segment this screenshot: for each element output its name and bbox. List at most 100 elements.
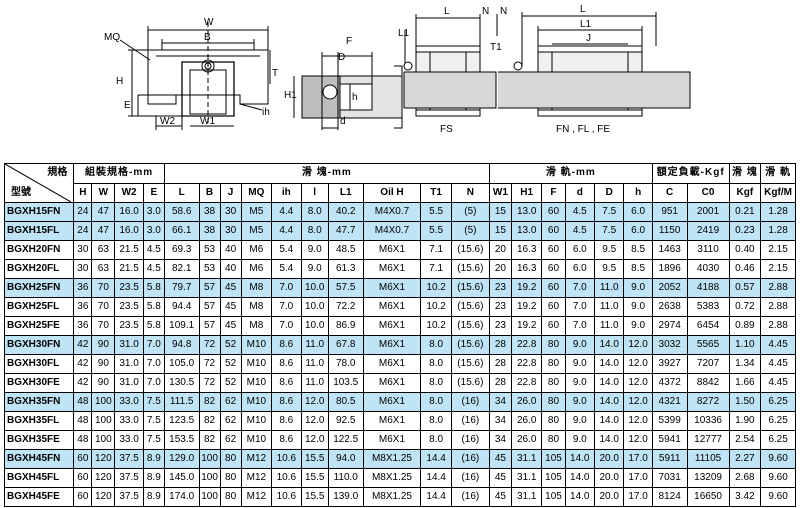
table-cell: 4188 [686, 278, 730, 298]
table-cell: 78.0 [327, 354, 364, 374]
table-cell: 82 [198, 411, 221, 431]
table-cell: 8.0 [420, 354, 452, 374]
table-cell: 14.0 [593, 354, 625, 374]
table-cell: 6.0 [564, 259, 595, 279]
table-cell: 3032 [651, 335, 688, 355]
table-cell: 28 [488, 335, 512, 355]
table-cell: 12777 [686, 430, 730, 450]
table-cell: 2.68 [728, 468, 762, 488]
table-cell: 17.0 [623, 468, 653, 488]
table-cell: M10 [240, 335, 273, 355]
table-cell: 16.0 [114, 202, 144, 222]
table-cell: M6X1 [362, 278, 422, 298]
table-cell: 7.0 [142, 335, 165, 355]
table-cell: 8.6 [271, 373, 302, 393]
table-cell: 2.88 [760, 297, 796, 317]
table-cell: M6X1 [362, 240, 422, 260]
table-cell: 11.0 [300, 354, 329, 374]
table-cell: 5.5 [420, 202, 452, 222]
table-cell: 40.2 [327, 202, 364, 222]
table-cell: 7.0 [564, 316, 595, 336]
label-H1: H1 [284, 90, 297, 101]
table-cell: 10.2 [420, 297, 452, 317]
table-cell: 7.1 [420, 240, 452, 260]
table-cell: 8.6 [271, 411, 302, 431]
corner-diagonal [5, 164, 71, 202]
table-cell: 47.7 [327, 221, 364, 241]
table-cell: 67.8 [327, 335, 364, 355]
table-cell: 69.3 [163, 240, 200, 260]
table-cell: 28 [488, 354, 512, 374]
side-section-drawing [293, 52, 403, 130]
column-header: L1 [327, 182, 364, 203]
table-cell: 30 [219, 221, 242, 241]
table-cell: 139.0 [327, 487, 364, 507]
table-cell: 45 [488, 449, 512, 469]
table-cell: 80 [541, 354, 566, 374]
table-cell: 8.9 [142, 487, 165, 507]
label-J: J [586, 33, 591, 44]
table-cell: 33.0 [114, 430, 144, 450]
table-cell: 9.0 [623, 297, 653, 317]
table-cell: M12 [240, 487, 273, 507]
table-cell: 48 [73, 392, 93, 412]
table-cell: M6X1 [362, 373, 422, 393]
table-cell: 52 [219, 335, 242, 355]
table-cell: 36 [73, 278, 93, 298]
table-cell: 7.5 [142, 430, 165, 450]
table-cell: 1.66 [728, 373, 762, 393]
table-cell: 57 [198, 278, 221, 298]
spec-table: 規格 型號 組裝規格-mm 滑 塊-mm 滑 軌-mm 額定負載-Kgf 滑 塊… [4, 163, 796, 507]
table-cell: 5.8 [142, 297, 165, 317]
table-cell: 63 [91, 259, 116, 279]
table-cell: 8.5 [623, 259, 653, 279]
table-cell: 45 [219, 278, 242, 298]
table-cell: 82 [198, 430, 221, 450]
table-cell: 20 [488, 240, 512, 260]
technical-drawings: W B MQ H E W2 W1 T ih F D H1 h d N L L1 … [0, 0, 800, 160]
label-N-fs: N [482, 6, 489, 17]
group-header-load: 額定負載-Kgf [651, 163, 730, 184]
table-cell: 7.5 [593, 221, 625, 241]
table-cell: 122.5 [327, 430, 364, 450]
table-cell: 13.0 [510, 221, 543, 241]
table-cell: 100 [91, 411, 116, 431]
table-cell: 11.0 [593, 278, 625, 298]
table-cell: 153.5 [163, 430, 200, 450]
table-cell: 19.2 [510, 297, 543, 317]
table-cell: 11.0 [300, 335, 329, 355]
table-cell: 5941 [651, 430, 688, 450]
table-cell: (16) [450, 411, 490, 431]
table-cell: 42 [73, 335, 93, 355]
table-cell: (15.6) [450, 373, 490, 393]
table-cell: (16) [450, 392, 490, 412]
model-cell: BGXH30FE [4, 373, 75, 393]
table-cell: 2.15 [760, 259, 796, 279]
column-header: L [163, 182, 200, 203]
table-cell: 62 [219, 411, 242, 431]
table-cell: 23 [488, 278, 512, 298]
group-header-assembly: 組裝規格-mm [73, 163, 165, 184]
column-header: Oil H [362, 182, 422, 203]
table-cell: 14.0 [593, 373, 625, 393]
table-cell: 10.6 [271, 468, 302, 488]
table-cell: 15.5 [300, 487, 329, 507]
table-cell: 10.0 [300, 316, 329, 336]
table-cell: 9.60 [760, 449, 796, 469]
table-cell: 120 [91, 487, 116, 507]
table-cell: 45 [488, 487, 512, 507]
table-cell: 6.0 [564, 240, 595, 260]
table-cell: 24 [73, 221, 93, 241]
model-cell: BGXH45FL [4, 468, 75, 488]
table-cell: 45 [488, 468, 512, 488]
table-cell: 1463 [651, 240, 688, 260]
table-cell: 24 [73, 202, 93, 222]
table-cell: 6.25 [760, 430, 796, 450]
label-T: T [272, 68, 278, 79]
table-cell: M8X1.25 [362, 487, 422, 507]
